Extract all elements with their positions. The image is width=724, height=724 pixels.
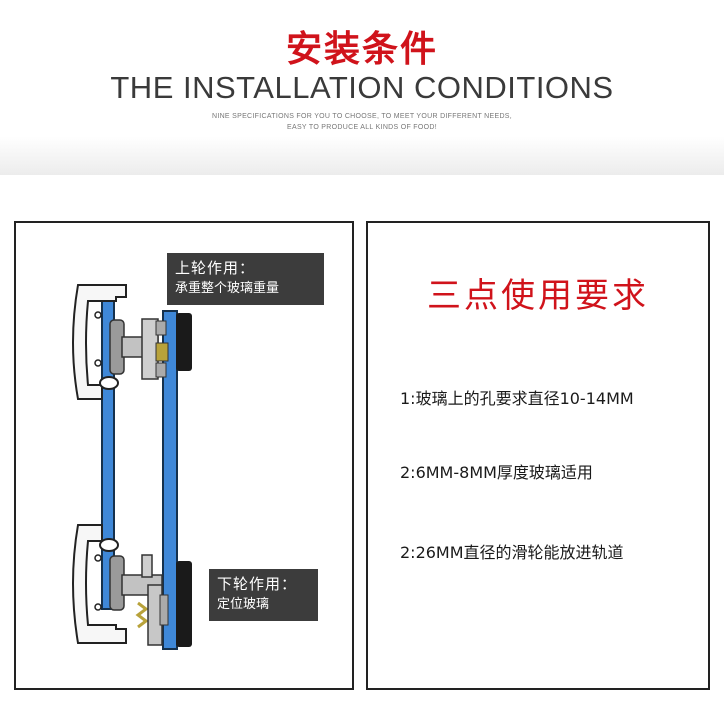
top-wheel-callout-title: 上轮作用： (175, 259, 256, 277)
door-wheel-diagram (72, 284, 192, 650)
requirements-title: 三点使用要求 (427, 276, 649, 316)
bumper-bottom (176, 561, 192, 647)
bottom-wheel-callout: 下轮作用： 定位玻璃 (209, 569, 318, 621)
glass-panel-right (162, 310, 178, 650)
bottom-rail-profile (72, 524, 127, 644)
subtitle-line-2: EASY TO PRODUCE ALL KINDS OF FOOD! (287, 124, 437, 131)
bottom-wheel-assembly (109, 554, 169, 646)
diagram-panel: 上轮作用： 承重整个玻璃重量 下轮作用： 定位玻璃 (14, 221, 354, 690)
page-title-english: THE INSTALLATION CONDITIONS (110, 70, 614, 105)
top-wheel-assembly (109, 318, 169, 380)
header: 安装条件 THE INSTALLATION CONDITIONS NINE SP… (0, 0, 724, 175)
bottom-wheel-callout-title: 下轮作用： (217, 575, 298, 593)
requirement-item: 2:6MM-8MM厚度玻璃适用 (400, 463, 593, 482)
subtitle-line-1: NINE SPECIFICATIONS FOR YOU TO CHOOSE, T… (211, 113, 513, 120)
bottom-wheel-callout-desc: 定位玻璃 (217, 597, 270, 612)
bumper-top (176, 313, 192, 371)
requirement-item: 1:玻璃上的孔要求直径10-14MM (400, 389, 634, 408)
requirement-item: 2:26MM直径的滑轮能放进轨道 (400, 543, 624, 562)
top-wheel-callout-desc: 承重整个玻璃重量 (175, 281, 280, 296)
top-wheel-callout: 上轮作用： 承重整个玻璃重量 (167, 253, 324, 305)
top-rail-profile (72, 284, 127, 400)
page-title: 安装条件 (285, 29, 438, 70)
requirements-panel: 三点使用要求 1:玻璃上的孔要求直径10-14MM 2:6MM-8MM厚度玻璃适… (366, 221, 710, 690)
